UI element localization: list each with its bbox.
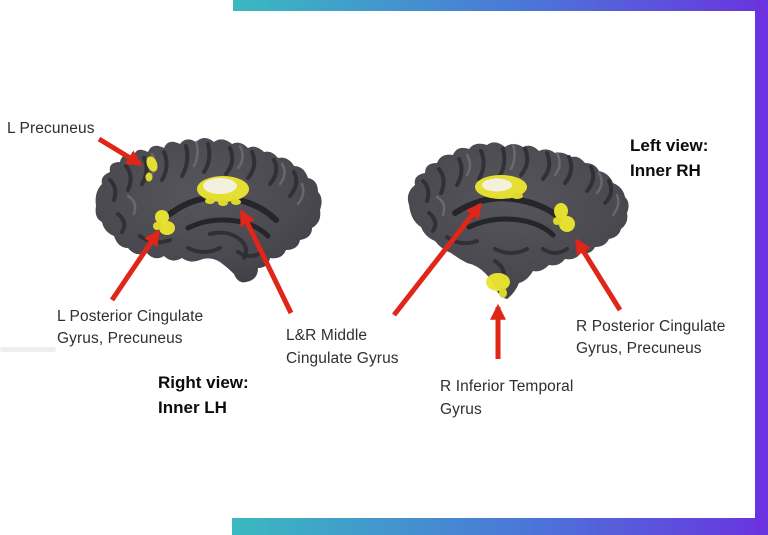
faint-line-artifact <box>0 347 56 352</box>
title-line: Inner LH <box>158 398 227 417</box>
label-line: Gyrus <box>440 401 482 418</box>
label-l-precuneus: L Precuneus <box>7 118 95 140</box>
label-lr-middle-cingulate: L&R Middle Cingulate Gyrus <box>286 324 399 370</box>
label-line: L Posterior Cingulate <box>57 308 204 325</box>
top-gradient-bar <box>233 0 768 11</box>
activation-l-precuneus <box>145 156 158 182</box>
label-line: R Inferior Temporal <box>440 378 574 395</box>
activation-r-posterior-cingulate <box>553 203 575 232</box>
title-left-view-inner-rh: Left view: Inner RH <box>630 133 708 183</box>
title-line: Inner RH <box>630 161 701 180</box>
label-r-inferior-temporal: R Inferior Temporal Gyrus <box>440 375 573 421</box>
right-accent-bar <box>755 0 768 535</box>
label-line: L&R Middle <box>286 327 368 344</box>
brain-right-view-inner-lh <box>95 138 322 283</box>
label-l-posterior-cingulate: L Posterior Cingulate Gyrus, Precuneus <box>57 306 203 350</box>
brain-left-view-inner-rh <box>407 142 629 299</box>
label-line: L Precuneus <box>7 120 95 137</box>
label-line: R Posterior Cingulate <box>576 318 726 335</box>
activation-middle-cingulate-lh <box>197 176 249 206</box>
label-r-posterior-cingulate: R Posterior Cingulate Gyrus, Precuneus <box>576 316 725 360</box>
label-line: Gyrus, Precuneus <box>576 340 702 357</box>
title-line: Right view: <box>158 373 249 392</box>
label-line: Gyrus, Precuneus <box>57 330 183 347</box>
title-line: Left view: <box>630 136 709 155</box>
bottom-gradient-bar <box>232 518 768 535</box>
activation-r-inferior-temporal <box>486 273 510 298</box>
title-right-view-inner-lh: Right view: Inner LH <box>158 370 249 420</box>
activation-l-posterior-cingulate <box>153 210 175 235</box>
activation-middle-cingulate-rh <box>475 175 527 199</box>
label-line: Cingulate Gyrus <box>286 350 399 367</box>
